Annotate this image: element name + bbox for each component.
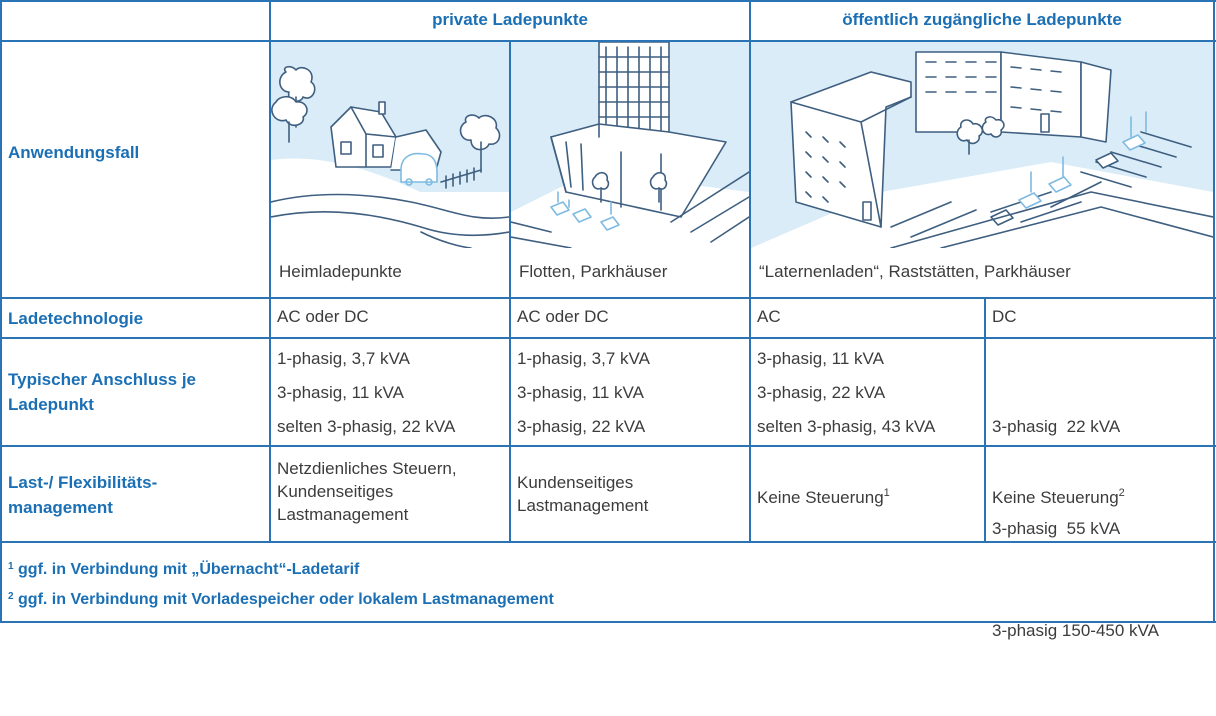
row-header-ladetechnologie: Ladetechnologie bbox=[8, 309, 144, 328]
footnote-2: 2 ggf. in Verbindung mit Vorladespeicher… bbox=[8, 591, 554, 608]
charging-points-table: private Ladepunkte öffentlich zugänglich… bbox=[0, 0, 1216, 640]
table-border-right bbox=[1213, 0, 1215, 623]
row-header-anschluss: Typischer Anschluss je Ladepunkt bbox=[8, 370, 197, 414]
table-border-left bbox=[0, 0, 2, 623]
caption-fleet: Flotten, Parkhäuser bbox=[519, 262, 668, 281]
anschluss-home: 1-phasig, 3,7 kVA 3-phasig, 11 kVA selte… bbox=[277, 349, 456, 436]
caption-public: “Laternenladen“, Raststätten, Parkhäuser bbox=[759, 262, 1071, 281]
anschluss-ac: 3-phasig, 11 kVA 3-phasig, 22 kVA selten… bbox=[757, 349, 936, 436]
city-parking-illustration bbox=[751, 42, 1213, 248]
ladetechnologie-home: AC oder DC bbox=[277, 307, 369, 326]
row-divider bbox=[0, 40, 1216, 42]
management-dc: Keine Steuerung2 bbox=[992, 487, 1125, 507]
ladetechnologie-fleet: AC oder DC bbox=[517, 307, 609, 326]
footnote-ref-2: 2 bbox=[1118, 487, 1125, 499]
management-fleet: Kundenseitiges Lastmanagement bbox=[517, 473, 649, 515]
fleet-building-illustration bbox=[511, 42, 749, 248]
house-illustration bbox=[271, 42, 509, 248]
row-header-management: Last-/ Flexibilitäts- management bbox=[8, 473, 158, 517]
anschluss-fleet: 1-phasig, 3,7 kVA 3-phasig, 11 kVA 3-pha… bbox=[517, 349, 650, 436]
col-divider bbox=[269, 0, 271, 543]
management-ac: Keine Steuerung1 bbox=[757, 487, 890, 507]
caption-home: Heimladepunkte bbox=[279, 262, 402, 281]
management-home: Netzdienliches Steuern, Kundenseitiges L… bbox=[277, 459, 457, 524]
ladetechnologie-ac: AC bbox=[757, 307, 781, 326]
col-divider bbox=[749, 0, 751, 543]
row-header-anwendungsfall: Anwendungsfall bbox=[8, 143, 140, 162]
row-divider bbox=[0, 445, 1216, 447]
row-divider bbox=[0, 541, 1216, 543]
row-divider bbox=[0, 297, 1216, 299]
table-border-bottom bbox=[0, 621, 1216, 623]
header-public: öffentlich zugängliche Ladepunkte bbox=[842, 10, 1122, 29]
col-divider bbox=[509, 40, 511, 543]
table-border-top bbox=[0, 0, 1216, 2]
footnote-ref-1: 1 bbox=[883, 487, 890, 499]
col-divider bbox=[984, 297, 986, 543]
header-private: private Ladepunkte bbox=[432, 10, 588, 29]
footnote-1: 1 ggf. in Verbindung mit „Übernacht“-Lad… bbox=[8, 561, 360, 578]
anschluss-dc: 3-phasig 22 kVA 3-phasig 55 kVA 3-phasig… bbox=[992, 417, 1159, 640]
ladetechnologie-dc: DC bbox=[992, 307, 1017, 326]
row-divider bbox=[0, 337, 1216, 339]
